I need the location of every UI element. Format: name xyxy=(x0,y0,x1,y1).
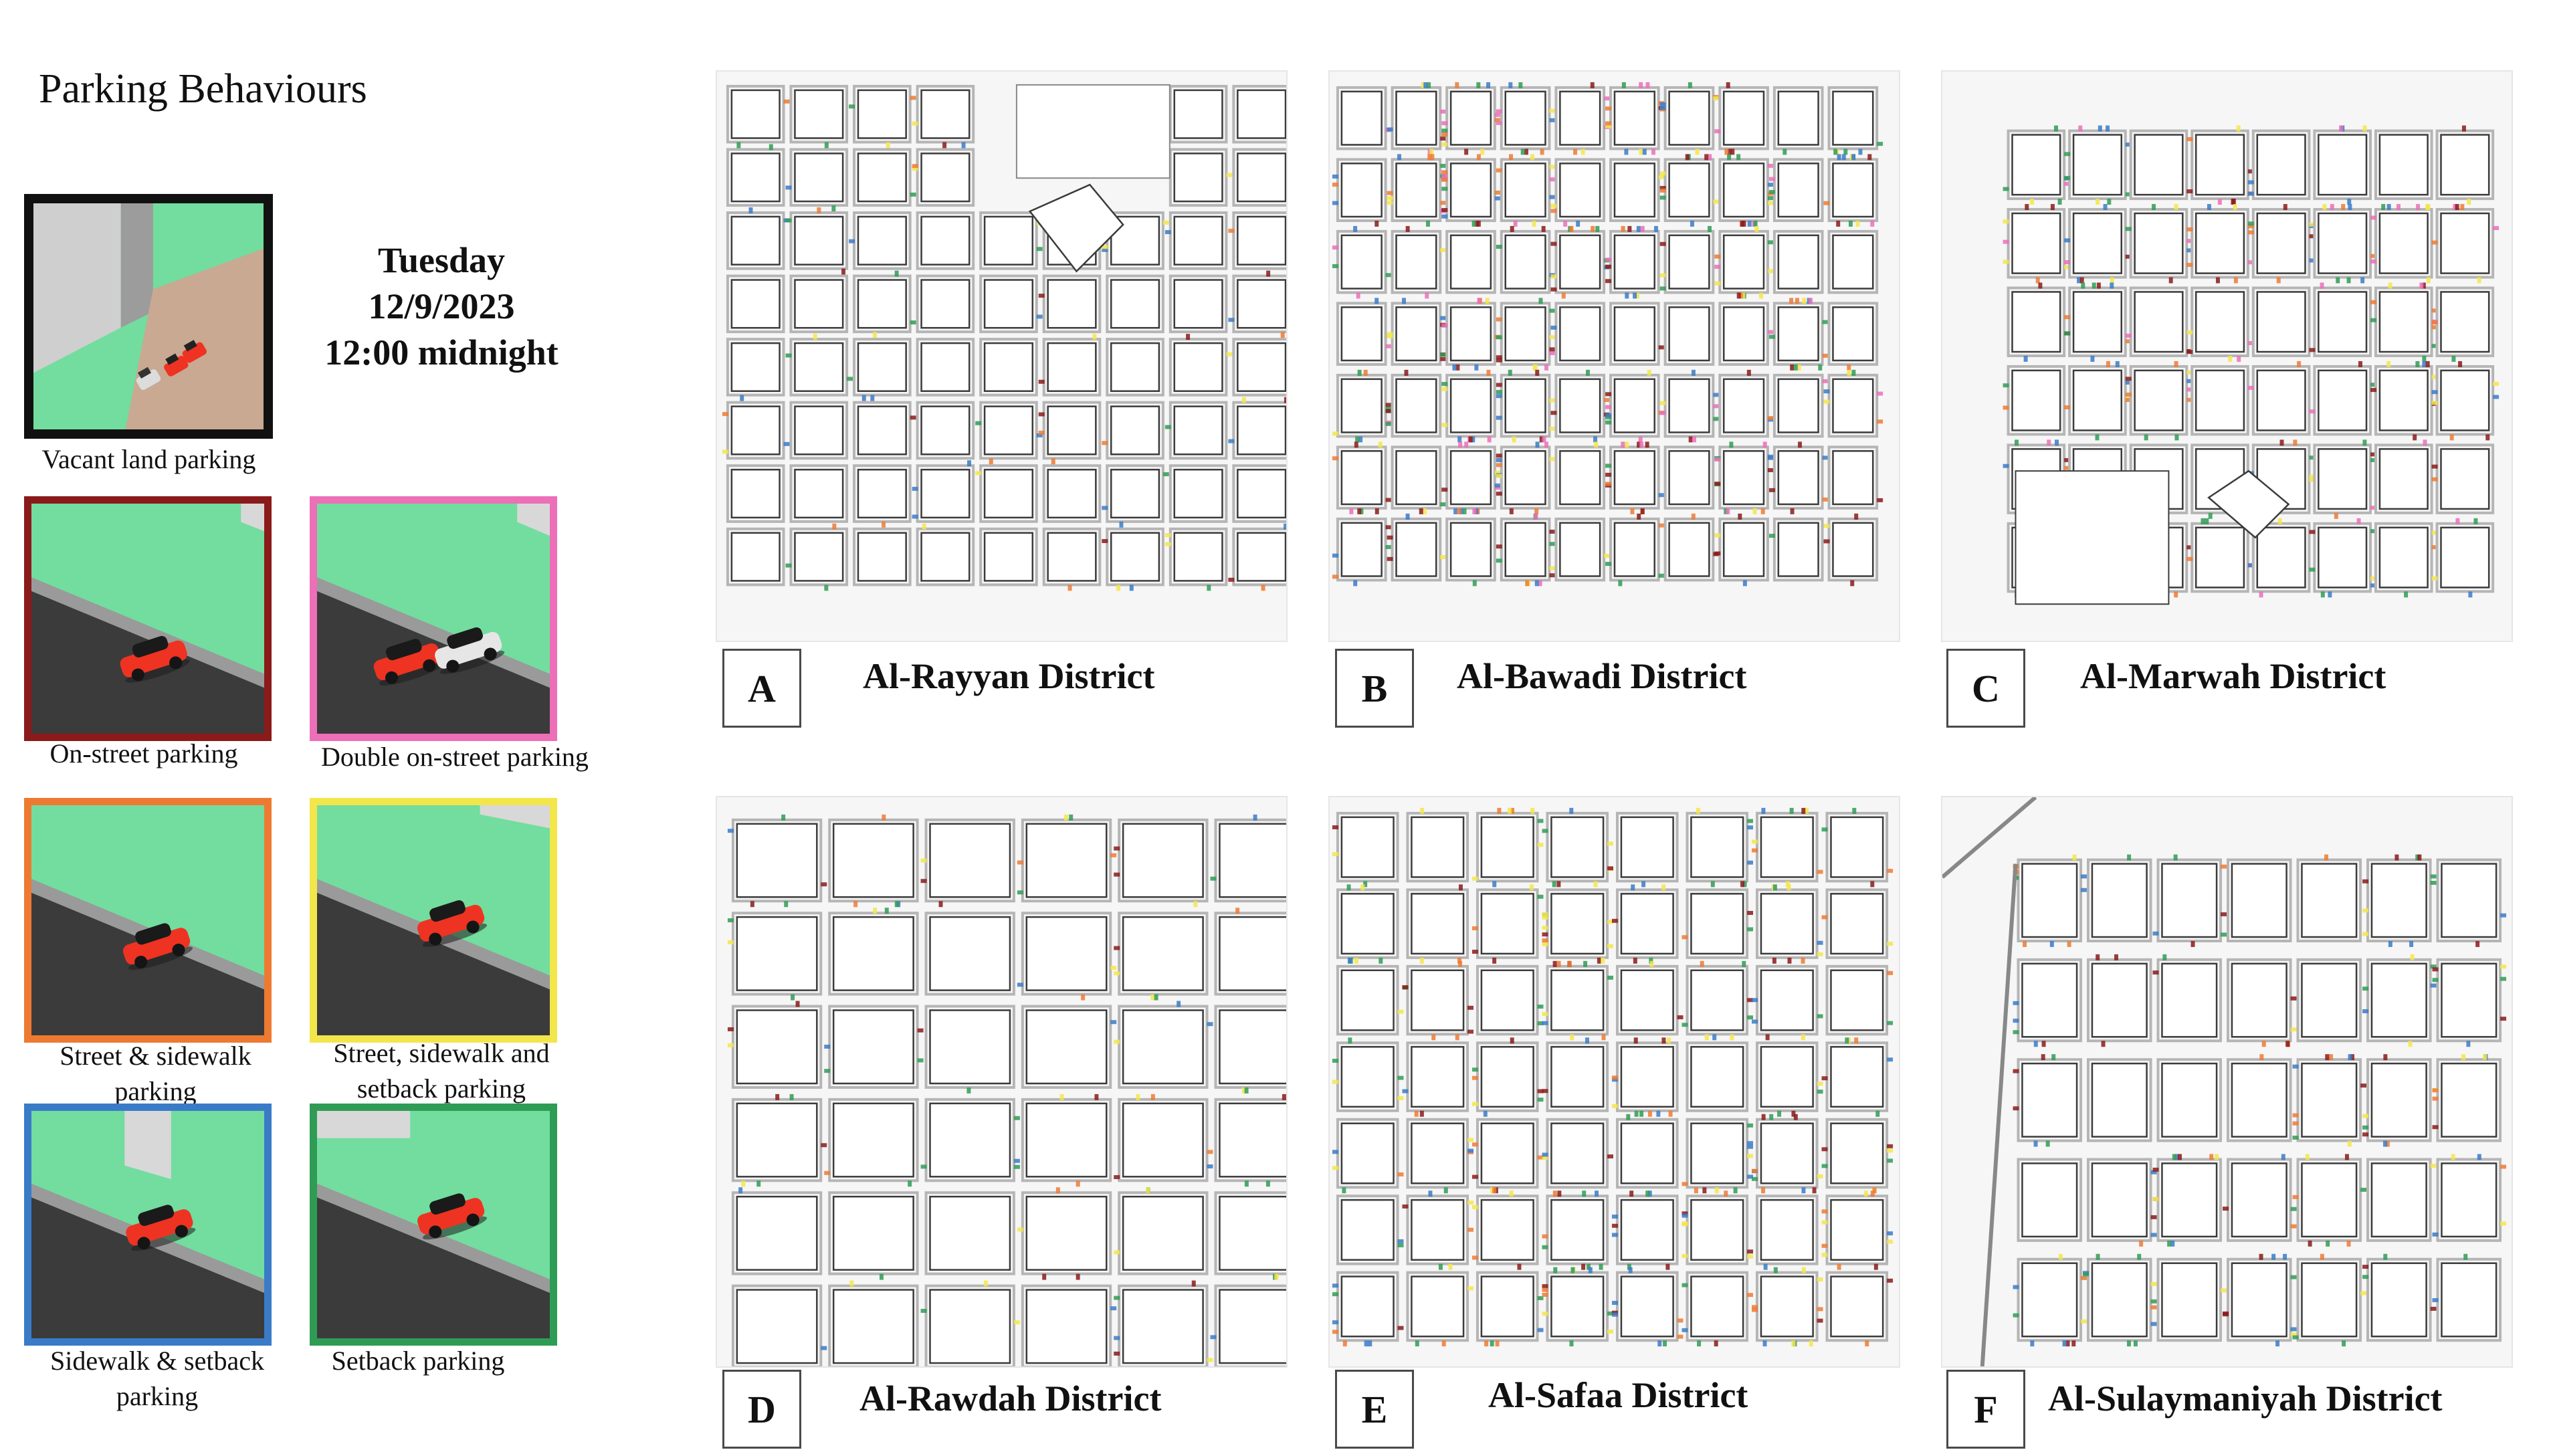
legend-icon-street-sidewalk-setback xyxy=(310,798,557,1043)
panel-letter-c: C xyxy=(1946,649,2025,728)
panel-name-c: Al-Marwah District xyxy=(2080,656,2386,696)
map-panel-f xyxy=(1941,796,2513,1368)
map-panel-b xyxy=(1328,70,1900,642)
legend-icon-street-sidewalk xyxy=(24,798,272,1043)
legend-label-double-on-street: Double on-street parking xyxy=(321,742,589,772)
map-panel-c xyxy=(1941,70,2513,642)
map-panel-d xyxy=(716,796,1288,1368)
panel-letter-f: F xyxy=(1946,1370,2025,1449)
date-day: Tuesday xyxy=(377,240,506,280)
panel-letter-a: A xyxy=(722,649,801,728)
legend-label-setback: Setback parking xyxy=(331,1346,505,1376)
map-panel-a xyxy=(716,70,1288,642)
date-date: 12/9/2023 xyxy=(368,286,515,326)
panel-name-e: Al-Safaa District xyxy=(1488,1375,1748,1415)
legend-icon-setback xyxy=(310,1104,557,1346)
panel-name-d: Al-Rawdah District xyxy=(859,1378,1162,1419)
legend-label-street-sidewalk: Street & sidewalk parking xyxy=(60,1041,251,1106)
map-panel-e xyxy=(1328,796,1900,1368)
legend-label-vacant-land: Vacant land parking xyxy=(41,444,256,474)
legend-icon-sidewalk-setback xyxy=(24,1104,272,1346)
legend-label-on-street: On-street parking xyxy=(49,738,238,768)
legend-label-street-sidewalk-setback: Street, sidewalk and setback parking xyxy=(333,1038,550,1104)
panel-letter-d: D xyxy=(722,1370,801,1449)
legend-icon-vacant-land xyxy=(24,194,273,439)
panel-name-a: Al-Rayyan District xyxy=(863,656,1155,696)
panel-name-b: Al-Bawadi District xyxy=(1457,656,1747,696)
legend-label-sidewalk-setback: Sidewalk & setback parking xyxy=(50,1346,264,1411)
panel-letter-b: B xyxy=(1335,649,1414,728)
legend-icon-on-street xyxy=(24,496,272,741)
figure-title: Parking Behaviours xyxy=(39,66,367,112)
date-time: 12:00 midnight xyxy=(324,332,558,373)
panel-letter-e: E xyxy=(1335,1370,1414,1449)
panel-name-f: Al-Sulaymaniyah District xyxy=(2048,1378,2443,1419)
date-block: Tuesday 12/9/2023 12:00 midnight xyxy=(281,237,602,376)
legend-icon-double-on-street xyxy=(310,496,557,741)
